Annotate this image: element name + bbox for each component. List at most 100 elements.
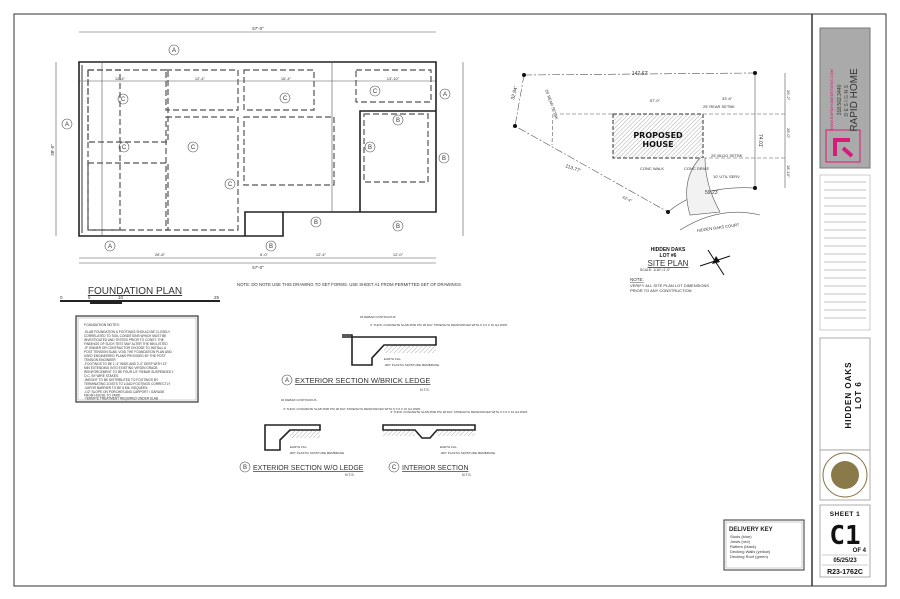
section-marker: A (65, 122, 69, 128)
foundation-plan: 57'-0" 57'-0" 38'-6" 26'-8" 6'-0" 12'-4"… (50, 26, 464, 270)
section-c-title: INTERIOR SECTION (402, 465, 469, 472)
site-note-line: VERIFY ALL SITE PLAN LOT DIMENSIONS (630, 283, 709, 288)
label-earth-fill: EARTH FILL (290, 445, 307, 449)
section-marker: B (442, 156, 446, 162)
dim-curve: 59.23' (705, 190, 719, 196)
label-membrane: .006" PLASTIC MOISTURE MEMBRANE (440, 451, 495, 455)
site-plan-scale: SCALE: 1/16"=1'-0" (640, 268, 671, 272)
company-phone: 318.562.3440 (837, 84, 843, 115)
note-line: FROM HOUSE TO YARD (84, 394, 121, 398)
note-line: TERMINATING JOISTS TO LOAD FOOTINGS CORR… (84, 382, 171, 386)
scale-tick: 25 (214, 295, 220, 300)
delivery-key: DELIVERY KEY Studs (blue) Joists (red) R… (723, 519, 805, 571)
dim: 26'-8" (155, 252, 166, 257)
delivery-key-item: Studs (blue) (730, 534, 752, 539)
label-rear-setback: 25' REAR SETBK (703, 104, 735, 109)
note-line: TENSION ENGINEER (84, 358, 116, 362)
overall-depth-dim: 38'-6" (50, 144, 55, 156)
site-note-heading: NOTE: (630, 277, 644, 282)
seal-center (831, 461, 859, 489)
label-walk: CONC WALK (640, 166, 664, 171)
label-earth-fill: EARTH FILL (384, 357, 401, 361)
section-marker: B (396, 224, 400, 230)
dim-right: 74.01' (757, 134, 763, 148)
label-util: 10' UTIL SERV (713, 174, 740, 179)
foundation-plan-title: FOUNDATION PLAN (88, 286, 182, 297)
company-website[interactable]: WWW.RAPIDHOMEDESIGNS.COM (830, 69, 834, 131)
company-name: RAPID HOME (849, 68, 860, 132)
note-line: O.C. BY WIRE STAKES (84, 374, 118, 378)
section-marker: A (172, 48, 176, 54)
delivery-key-item: Joists (red) (730, 539, 750, 544)
section-marker: C (191, 145, 196, 151)
label-earth-fill: EARTH FILL (440, 445, 457, 449)
note-line: -WEIGHT TO BE DISTRIBUTED TO FOOTINGS BY (84, 378, 159, 382)
dim: 43'-4" (622, 194, 634, 203)
scale-bar: 0 5 10 25 (60, 295, 220, 304)
scale-tick: 0 (60, 295, 63, 300)
section-marker: A (285, 378, 289, 384)
delivery-key-title: DELIVERY KEY (729, 527, 773, 533)
sheet-code: C1 (829, 521, 860, 551)
section-marker: B (368, 145, 372, 151)
section-a-detail: #4 REBAR CONTINUOUS 4" THICK CONCRETE SL… (281, 315, 508, 392)
label-rebar: #4 REBAR CONTINUOUS (281, 398, 317, 402)
label-slab: 4" THICK CONCRETE SLAB 2500 PSI 28 DAY S… (370, 323, 508, 327)
dim-side: 33'-6" (722, 96, 733, 101)
delivery-key-item: Decking Roof (green) (730, 554, 769, 559)
section-marker: B (269, 244, 273, 250)
section-marker: C (283, 96, 288, 102)
section-scale: N.T.S. (462, 473, 472, 477)
label-membrane: .006" PLASTIC MOISTURE MEMBRANE (289, 451, 344, 455)
label-slab: 4" THICK CONCRETE SLAB 2500 PSI 28 DAY S… (390, 410, 528, 414)
note-line: -SLAB FOUNDATION & FOOTINGS SHOULD BE CL… (84, 330, 171, 334)
section-marker: A (443, 92, 447, 98)
dim-house: 57'-0" (650, 98, 661, 103)
note-line: USED ENGINEERED PLANS PROVIDED BY THE PO… (84, 354, 166, 358)
section-scale: N.T.S. (345, 473, 355, 477)
lot-number: LOT #6 (660, 253, 677, 259)
company-sub: DESIGNS (844, 83, 850, 116)
scale-tick: 5 (88, 295, 91, 300)
dim: 12'-0" (393, 252, 404, 257)
dim-bottom-left: 113.77' (564, 163, 581, 174)
section-marker: C (392, 465, 397, 471)
note-line: -FOOTINGS TO BE 1'-4" WIDE AND 2'-0" DEE… (84, 362, 167, 366)
note-line: -IF OWNER OR CONTRACTOR CHOOSE TO INSTAL… (84, 346, 167, 350)
title-block: RAPID HOME DESIGNS 318.562.3440 WWW.RAPI… (819, 27, 871, 578)
dim: 25'-2" (786, 90, 791, 101)
drawing-note: NOTE: DO NOTE USE THIS DRAWING TO SET FO… (237, 282, 461, 287)
label-slab: 4" THICK CONCRETE SLAB 2500 PSI 28 DAY S… (283, 407, 421, 411)
note-line: -TERMITE TREATMENT REQUIRED UNDER SLAB (84, 397, 158, 401)
section-marker: A (108, 244, 112, 250)
note-line: -1/2" SLOPE ON PORCHES AND CARPORT / GAR… (84, 390, 165, 394)
dim: 12'-4" (195, 76, 206, 81)
house-label: HOUSE (642, 140, 673, 149)
note-line: INVESTIGATED AND TESTED PRIOR TO CONST. … (84, 338, 164, 342)
delivery-key-item: Decking Walls (yellow) (730, 549, 771, 554)
note-line: MIN EXTENDING INTO EXISTING VIRGIN GRADE… (84, 366, 159, 370)
dim: 12'-4" (316, 252, 327, 257)
section-marker: B (243, 465, 247, 471)
section-scale: N.T.S. (420, 388, 430, 392)
note-line: FINDINGS OF SUCH TEST MAY ALTER THE MIN … (84, 342, 168, 346)
house-label: PROPOSED (633, 131, 683, 140)
dim: 13'-10" (387, 76, 400, 81)
section-marker: C (373, 89, 378, 95)
section-a-title: EXTERIOR SECTION W/BRICK LEDGE (295, 376, 430, 385)
site-plan: 147.62' 32.94' 113.77' 59.23' 74.01' 57'… (510, 71, 791, 293)
note-line: -VAPOR BARRIER TO BE 6 MIL VISQUEEN (84, 386, 148, 390)
project-name: HIDDEN OAKS (844, 361, 853, 428)
overall-width-dim: 57'-0" (252, 26, 264, 31)
label-bldg-setback: 25' BLDG SETBK (711, 153, 743, 158)
dim-left: 32.94' (510, 86, 519, 101)
sheet-of: OF 4 (853, 548, 867, 554)
note-line: CORRELATED TO SOIL CONDITIONS WHICH MUST… (84, 334, 166, 338)
section-marker: C (228, 182, 233, 188)
dim: 18'-10" (786, 165, 791, 178)
dim-top: 147.62' (632, 71, 648, 77)
label-drive: CONC DRIVE (684, 166, 709, 171)
sheet-label: SHEET 1 (830, 511, 861, 518)
project-lot: LOT 6 (854, 381, 863, 409)
